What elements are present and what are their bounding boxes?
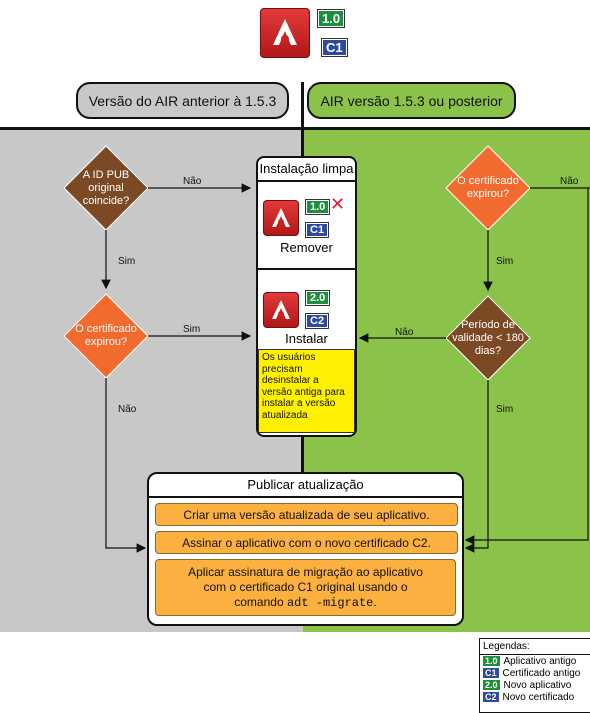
install-label: Instalar — [285, 331, 328, 346]
label-left-no-1: Não — [183, 176, 202, 187]
diamond-left-expired-text: O certificado expirou? — [75, 323, 137, 348]
air-app-icon — [260, 8, 310, 58]
air-logo-icon — [272, 300, 290, 319]
header-legacy-air: Versão do AIR anterior à 1.5.3 — [76, 82, 289, 119]
label-right-yes-2: Sim — [496, 404, 514, 415]
install-badge-app: 2.0 — [306, 291, 330, 305]
badge-app-version: 1.0 — [318, 10, 345, 27]
label-right-no-1: Não — [560, 176, 579, 187]
divider-horizontal — [0, 127, 590, 130]
uninstall-note: Os usuários precisam desinstalar a versã… — [258, 349, 355, 433]
install-badge-cert: C2 — [306, 314, 329, 328]
header-new-air: AIR versão 1.5.3 ou posterior — [307, 82, 516, 119]
panel-separator — [256, 268, 357, 270]
step-create-version: Criar uma versão atualizada de seu aplic… — [155, 503, 458, 526]
air-logo-icon — [273, 19, 297, 45]
step-sign-c2: Assinar o aplicativo com o novo certific… — [155, 531, 458, 554]
remove-badge-cert: C1 — [306, 223, 329, 237]
label-right-yes-1: Sim — [496, 256, 514, 267]
remove-badge-app: 1.0 — [306, 200, 330, 214]
diamond-validity-text: Período de validade < 180 dias? — [452, 318, 524, 357]
step-migration-text: Aplicar assinatura de migração ao aplica… — [188, 564, 423, 610]
label-right-no-2: Não — [395, 327, 414, 338]
migrate-command: adt -migrate — [286, 595, 374, 610]
clean-install-title: Instalação limpa — [256, 156, 357, 182]
label-left-no-2: Não — [118, 404, 137, 415]
old-app-icon — [263, 200, 299, 236]
air-logo-icon — [272, 208, 290, 227]
new-app-icon — [263, 292, 299, 328]
publish-update-title: Publicar atualização — [147, 472, 464, 498]
legend-title: Legendas: — [480, 639, 590, 655]
badge-certificate: C1 — [322, 39, 347, 56]
diamond-right-expired-text: O certificado expirou? — [457, 175, 519, 200]
remove-x-icon: ✕ — [330, 194, 346, 214]
label-left-yes-2: Sim — [183, 324, 201, 335]
diamond-pub-id-text: A ID PUB original coincide? — [82, 168, 130, 207]
label-left-yes-1: Sim — [118, 256, 136, 267]
step-migration-signature: Aplicar assinatura de migração ao aplica… — [155, 559, 456, 616]
remove-label: Remover — [280, 240, 333, 255]
